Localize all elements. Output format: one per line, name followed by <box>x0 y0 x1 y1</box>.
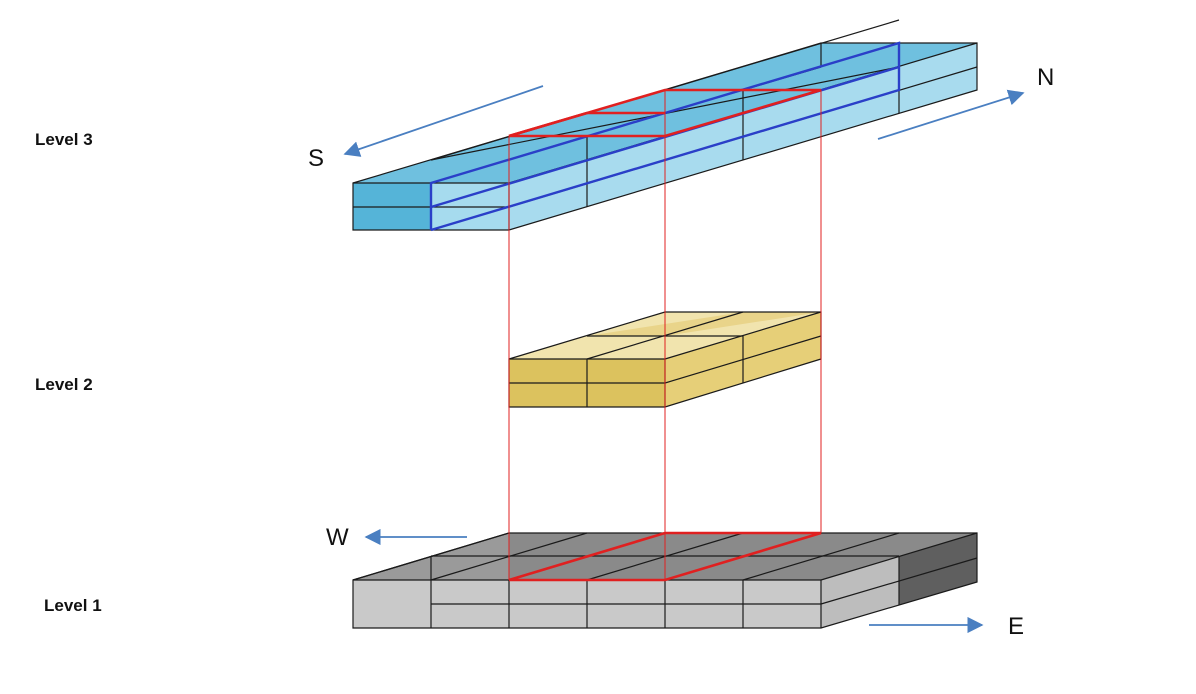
north-arrow <box>877 89 1025 140</box>
level-1-grid <box>352 532 978 629</box>
red-projection <box>508 88 822 582</box>
level-1-label: Level 1 <box>44 596 102 615</box>
south-arrow <box>343 85 544 157</box>
direction-arrows <box>343 85 1025 634</box>
south-label: S <box>308 145 324 172</box>
north-label: N <box>1037 64 1054 91</box>
level-3-label: Level 3 <box>35 130 93 149</box>
west-label: W <box>326 524 349 551</box>
east-label: E <box>1008 613 1024 640</box>
level-2-label: Level 2 <box>35 375 93 394</box>
